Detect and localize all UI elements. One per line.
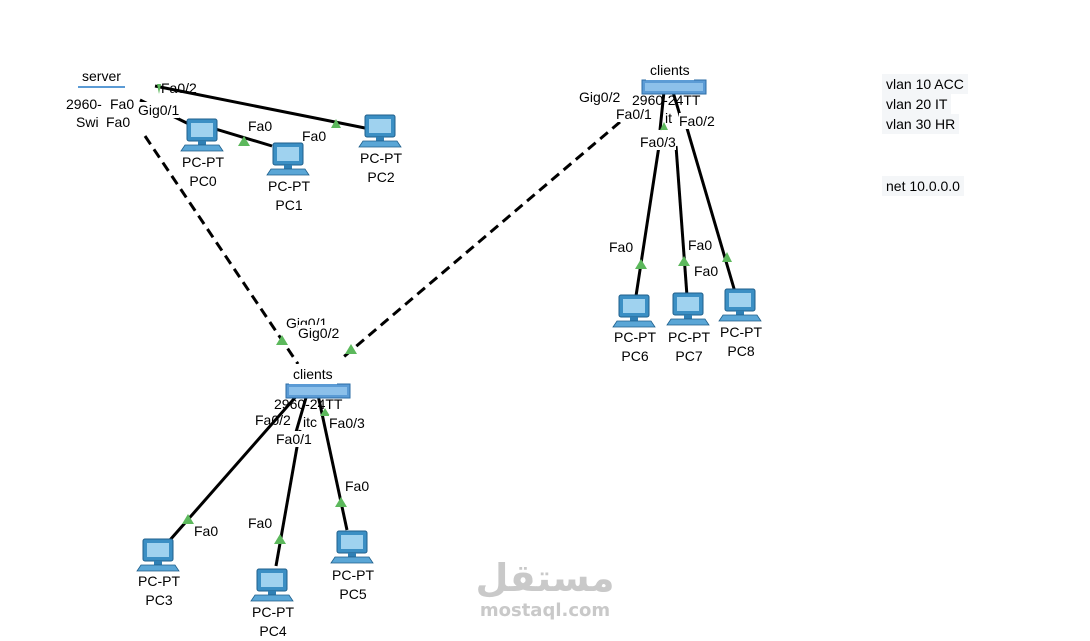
port-c1-fa01: Fa0/1: [616, 106, 652, 122]
link-up-indicator: [182, 514, 194, 524]
link-c2-pc5: [316, 394, 349, 531]
device-model: PC-PT: [720, 324, 762, 340]
device-pc3[interactable]: PC-PT PC3: [124, 572, 194, 610]
device-pc1[interactable]: PC-PT PC1: [254, 177, 324, 215]
device-pc4[interactable]: PC-PT PC4: [238, 603, 308, 641]
port-pc3-fa0: Fa0: [194, 523, 219, 539]
link-up-indicator: [274, 534, 286, 544]
link-up-indicator: [635, 259, 647, 269]
link-up-indicator: [722, 252, 732, 262]
device-model: PC-PT: [332, 567, 374, 583]
port-c1-it: it: [665, 110, 672, 126]
link-up-indicator: [276, 335, 288, 345]
pc-icon[interactable]: [266, 142, 310, 176]
port-pc7-fa0: Fa0: [688, 237, 713, 253]
pc-icon[interactable]: [666, 292, 710, 326]
port-pc6-fa0: Fa0: [609, 239, 634, 255]
link-server-clients-bottom: [143, 135, 300, 365]
link-status-indicators: [157, 84, 732, 544]
switch-clients-top-model: 2960-24TT: [632, 92, 701, 108]
link-c1-pc7: [674, 145, 689, 297]
link-up-indicator: [678, 256, 690, 266]
device-model: PC-PT: [268, 178, 310, 194]
device-model: PC-PT: [138, 573, 180, 589]
device-name: PC2: [367, 169, 395, 185]
port-server-fa02: Fa0/2: [161, 80, 197, 96]
port-c1-fa02: Fa0/2: [679, 113, 715, 129]
device-pc7[interactable]: PC-PT PC7: [654, 328, 724, 366]
device-pc2[interactable]: PC-PT PC2: [346, 149, 416, 187]
device-model: PC-PT: [614, 329, 656, 345]
switch-server-short: Swi: [76, 114, 99, 130]
device-name: PC8: [727, 343, 755, 359]
device-model: PC-PT: [252, 604, 294, 620]
note-vlan-30[interactable]: vlan 30 HR: [882, 114, 960, 134]
note-vlan-20[interactable]: vlan 20 IT: [882, 94, 952, 114]
pc-icon[interactable]: [330, 530, 374, 564]
device-name: PC0: [189, 173, 217, 189]
switch-clients-top-name[interactable]: clients: [646, 60, 694, 82]
switch-clients-bottom-model: 2960-24TT: [274, 396, 343, 412]
link-up-indicator: [238, 136, 250, 146]
port-c2-gig02: Gig0/2: [298, 325, 340, 341]
switch-clients-bottom-name[interactable]: clients: [289, 364, 337, 386]
watermark-arabic: مستقل: [475, 556, 615, 600]
link-clients-top-clients-bottom: [339, 120, 621, 362]
switch-server-name[interactable]: server: [78, 66, 125, 88]
link-c1-pc8: [682, 117, 737, 293]
port-c2-fa02: Fa0/2: [255, 412, 291, 428]
device-name: PC5: [339, 586, 367, 602]
link-c1-pc6: [634, 145, 661, 297]
device-model: PC-PT: [668, 329, 710, 345]
device-name: PC3: [145, 592, 173, 608]
port-server-fa0-a: Fa0: [110, 96, 135, 112]
device-pc6[interactable]: PC-PT PC6: [600, 328, 670, 366]
port-c2-fa03: Fa0/3: [329, 415, 365, 431]
link-c2-pc3: [168, 391, 302, 541]
device-model: PC-PT: [360, 150, 402, 166]
port-pc1-fa0: Fa0: [302, 128, 327, 144]
port-pc5-fa0: Fa0: [345, 478, 370, 494]
device-pc8[interactable]: PC-PT PC8: [706, 323, 776, 361]
port-c1-gig02: Gig0/2: [579, 89, 621, 105]
port-c2-itc: itc: [303, 414, 317, 430]
port-server-fa0-b: Fa0: [106, 114, 131, 130]
pc-icon[interactable]: [718, 288, 762, 322]
pc-icon[interactable]: [358, 114, 402, 148]
link-up-indicator: [345, 344, 357, 354]
link-up-indicator: [320, 408, 330, 416]
link-up-indicator: [660, 122, 668, 130]
device-pc5[interactable]: PC-PT PC5: [318, 566, 388, 604]
switch-server-model: 2960-: [66, 96, 102, 112]
port-pc8-fa0: Fa0: [694, 263, 719, 279]
port-pc4-fa0: Fa0: [248, 515, 273, 531]
port-pc0-fa0: Fa0: [248, 118, 273, 134]
link-up-indicator: [331, 119, 341, 128]
device-pc0[interactable]: PC-PT PC0: [168, 153, 238, 191]
watermark-latin: mostaql.com: [479, 600, 611, 621]
pc-icon[interactable]: [180, 118, 224, 152]
link-c2-pc4: [274, 429, 302, 567]
note-network[interactable]: net 10.0.0.0: [882, 176, 964, 196]
link-pc0-pc1: [211, 126, 273, 148]
device-name: PC7: [675, 348, 703, 364]
link-up-indicator: [157, 84, 161, 94]
device-model: PC-PT: [182, 154, 224, 170]
device-name: PC6: [621, 348, 649, 364]
pc-icon[interactable]: [612, 294, 656, 328]
port-server-gig01: Gig0/1: [138, 102, 180, 118]
device-name: PC1: [275, 197, 303, 213]
link-server-pc2: [154, 84, 366, 130]
pc-icon[interactable]: [250, 568, 294, 602]
pc-icon[interactable]: [136, 538, 180, 572]
port-c2-fa01: Fa0/1: [276, 431, 312, 447]
link-up-indicator: [335, 497, 347, 507]
port-c1-fa03: Fa0/3: [640, 134, 676, 150]
device-name: PC4: [259, 623, 287, 639]
note-vlan-10[interactable]: vlan 10 ACC: [882, 74, 968, 94]
